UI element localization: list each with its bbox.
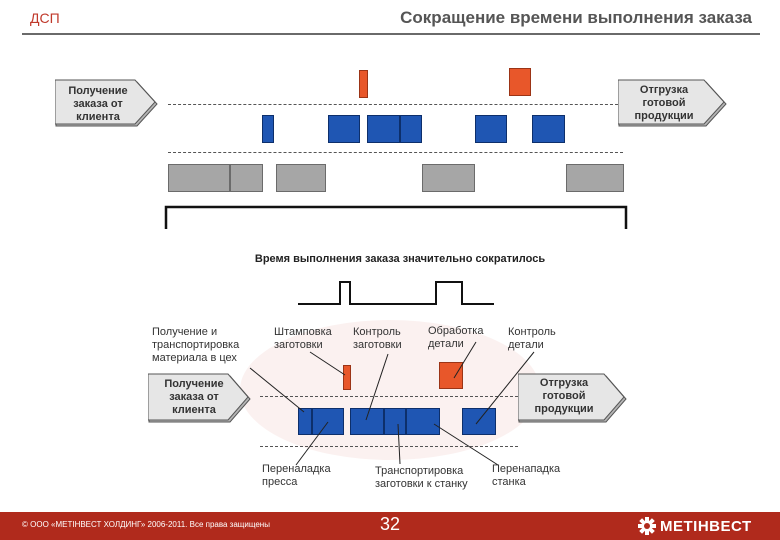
top-blue-block-2 [328, 115, 360, 143]
bottom-timeline-lower [260, 446, 518, 447]
top-start-label: Получение заказа от клиента [68, 85, 128, 123]
top-bracket [164, 205, 628, 229]
top-blue-block-5 [475, 115, 507, 143]
bottom-orange-mark-1 [343, 365, 351, 390]
top-end-label: Отгрузка готовой продукции [634, 84, 694, 122]
bottom-orange-mark-2 [439, 362, 463, 389]
bottom-end-label: Отгрузка готовой продукции [534, 377, 594, 415]
bottom-start-arrow [148, 373, 251, 423]
top-blue-block-4 [400, 115, 422, 143]
top-orange-mark-1 [359, 70, 368, 98]
result-caption: Время выполнения заказа значительно сокр… [254, 253, 546, 265]
top-timeline-lower [168, 152, 623, 153]
label-receiving: Получение и транспортировка материала в … [152, 326, 240, 364]
watermark [240, 320, 540, 460]
bottom-blue-block-4 [384, 408, 406, 435]
page-number: 32 [379, 514, 401, 534]
bottom-blue-block-2 [312, 408, 344, 435]
top-gray-block-4 [422, 164, 475, 192]
label-transport: Транспортировка заготовки к станку [375, 465, 468, 490]
logo-text: МЕТІНВЕСТ [660, 518, 752, 535]
top-timeline-upper [168, 104, 618, 105]
bottom-end-arrow [518, 373, 627, 423]
bottom-blue-block-3 [350, 408, 384, 435]
top-gray-block-5 [566, 164, 624, 192]
top-gray-block-2 [230, 164, 263, 192]
logo-icon [638, 517, 656, 535]
bottom-blue-block-6 [462, 408, 496, 435]
bottom-start-label: Получение заказа от клиента [164, 378, 224, 416]
label-control-part: Контроль детали [508, 326, 556, 351]
top-gray-block-1 [168, 164, 230, 192]
page-title: Сокращение времени выполнения заказа [400, 8, 752, 27]
pulse-line [298, 281, 494, 305]
top-orange-mark-2 [509, 68, 531, 96]
top-blue-block-3 [367, 115, 400, 143]
header-divider [22, 33, 760, 35]
label-processing: Обработка детали [428, 325, 484, 350]
top-gray-block-3 [276, 164, 326, 192]
top-start-arrow [55, 79, 158, 127]
footer-copyright: © ООО «МЕТІНВЕСТ ХОЛДИНГ» 2006-2011. Все… [22, 520, 270, 529]
top-end-arrow [618, 79, 727, 127]
bottom-blue-block-5 [406, 408, 440, 435]
label-control-blank: Контроль заготовки [353, 326, 402, 351]
brand-label: ДСП [30, 10, 60, 26]
label-stamping: Штамповка заготовки [274, 326, 332, 351]
label-changeover-machine: Перенападка станка [492, 463, 561, 488]
bottom-blue-block-1 [298, 408, 312, 435]
top-blue-block-1 [262, 115, 274, 143]
top-blue-block-6 [532, 115, 565, 143]
label-changeover-press: Переналадка пресса [262, 463, 331, 488]
bottom-timeline-upper [260, 396, 518, 397]
